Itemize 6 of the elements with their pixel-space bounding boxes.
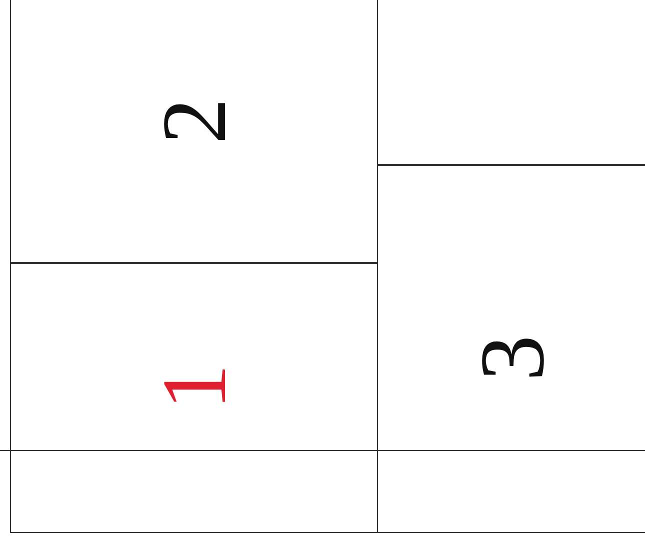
panel-box <box>10 0 378 263</box>
panel-number: 2 <box>148 98 240 144</box>
panel-number: 3 <box>466 335 558 381</box>
panel-number: 1 <box>148 364 240 410</box>
panel-box <box>10 263 378 451</box>
panel-box <box>10 450 378 533</box>
